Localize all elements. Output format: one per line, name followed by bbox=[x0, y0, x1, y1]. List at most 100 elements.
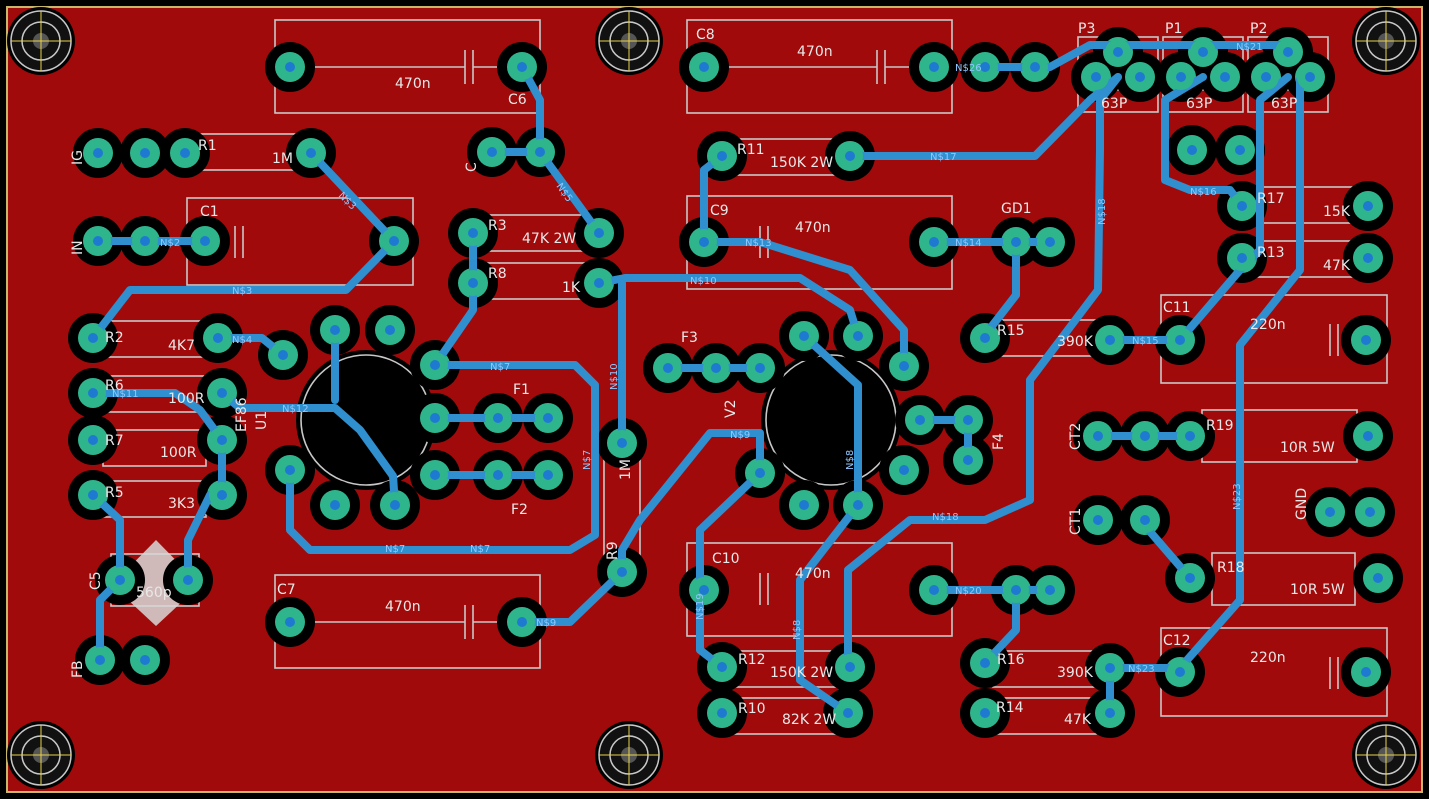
label-r2: R2 bbox=[105, 330, 124, 346]
label-r10: R10 bbox=[738, 701, 766, 717]
pad-hole bbox=[200, 236, 210, 246]
pad-hole bbox=[1373, 573, 1383, 583]
pad-hole bbox=[385, 325, 395, 335]
net-label: N$15 bbox=[1132, 336, 1159, 347]
pad-hole bbox=[929, 62, 939, 72]
pad-hole bbox=[717, 662, 727, 672]
pad-hole bbox=[1045, 585, 1055, 595]
pad-hole bbox=[1325, 507, 1335, 517]
pad-hole bbox=[95, 655, 105, 665]
label-f4: F4 bbox=[991, 433, 1007, 450]
pad-hole bbox=[1283, 47, 1293, 57]
label-r5: R5 bbox=[105, 485, 124, 501]
pad-hole bbox=[1176, 72, 1186, 82]
pad-hole bbox=[93, 148, 103, 158]
pad-hole bbox=[1011, 585, 1021, 595]
value-r15: 390K bbox=[1057, 334, 1094, 350]
label-ig: IG bbox=[70, 150, 86, 165]
pad-hole bbox=[1105, 335, 1115, 345]
pad-hole bbox=[390, 500, 400, 510]
label-r3: R3 bbox=[488, 218, 507, 234]
pad-hole bbox=[1198, 47, 1208, 57]
pad-hole bbox=[1363, 253, 1373, 263]
pad-hole bbox=[699, 62, 709, 72]
pad-hole bbox=[330, 500, 340, 510]
value-c5: 560p bbox=[136, 585, 172, 601]
net-label: N$17 bbox=[930, 152, 957, 163]
label-in: IN bbox=[70, 240, 86, 255]
mounting-hole-br bbox=[1355, 724, 1417, 786]
label-gnd: GND bbox=[1294, 488, 1310, 520]
label-r6: R6 bbox=[105, 378, 124, 394]
net-label: N$16 bbox=[1190, 187, 1217, 198]
pad-hole bbox=[430, 360, 440, 370]
pad-hole bbox=[1185, 573, 1195, 583]
pad-hole bbox=[1140, 431, 1150, 441]
label-r15: R15 bbox=[997, 323, 1025, 339]
pad-hole bbox=[1135, 72, 1145, 82]
label-r11: R11 bbox=[737, 142, 765, 158]
label-f2: F2 bbox=[511, 502, 528, 518]
pad-hole bbox=[517, 62, 527, 72]
pad-hole bbox=[389, 236, 399, 246]
label-c: C bbox=[464, 162, 480, 172]
label-u1: U1 bbox=[254, 411, 270, 430]
label-r19: R19 bbox=[1206, 418, 1234, 434]
net-label: N$3 bbox=[232, 286, 252, 297]
pad-hole bbox=[717, 708, 727, 718]
pad-hole bbox=[285, 62, 295, 72]
label-r18: R18 bbox=[1217, 560, 1245, 576]
pad-hole bbox=[1011, 237, 1021, 247]
pad-hole bbox=[180, 148, 190, 158]
net-label: N$11 bbox=[112, 389, 139, 400]
pad-hole bbox=[899, 361, 909, 371]
label-f3: F3 bbox=[681, 330, 698, 346]
net-label: N$7 bbox=[582, 450, 593, 470]
label-c6: C6 bbox=[508, 92, 527, 108]
net-label: N$23 bbox=[1128, 664, 1155, 675]
pad-hole bbox=[899, 465, 909, 475]
label-c7: C7 bbox=[277, 582, 296, 598]
pad-hole bbox=[915, 415, 925, 425]
pad-hole bbox=[594, 228, 604, 238]
pad-top-layer bbox=[80, 39, 1391, 726]
pad-hole bbox=[617, 567, 627, 577]
label-r7: R7 bbox=[105, 433, 124, 449]
pad-hole bbox=[217, 388, 227, 398]
pad-hole bbox=[711, 363, 721, 373]
net-label: N$8 bbox=[792, 620, 803, 640]
net-label: N$4 bbox=[232, 335, 252, 346]
pad-hole bbox=[1105, 708, 1115, 718]
pad-hole bbox=[1091, 72, 1101, 82]
net-label: N$18 bbox=[932, 512, 959, 523]
label-p1: P1 bbox=[1165, 21, 1182, 37]
pad-hole bbox=[493, 413, 503, 423]
net-label: N$10 bbox=[690, 276, 717, 287]
value-c8: 470n bbox=[797, 44, 833, 60]
pad-hole bbox=[594, 278, 604, 288]
pad-hole bbox=[278, 350, 288, 360]
pad-hole bbox=[1093, 431, 1103, 441]
pad-hole bbox=[755, 363, 765, 373]
value-r2: 4K7 bbox=[168, 338, 195, 354]
value-r16: 390K bbox=[1057, 665, 1094, 681]
pad-hole bbox=[115, 575, 125, 585]
pad-hole bbox=[140, 655, 150, 665]
pad-hole bbox=[663, 363, 673, 373]
pad-hole bbox=[929, 237, 939, 247]
net-label: N$7 bbox=[470, 544, 490, 555]
pad-hole bbox=[1363, 201, 1373, 211]
pad-hole bbox=[430, 413, 440, 423]
net-label: N$7 bbox=[490, 362, 510, 373]
pad-hole bbox=[699, 585, 709, 595]
net-label: N$10 bbox=[609, 363, 620, 390]
net-label: N$18 bbox=[1097, 198, 1108, 225]
value-r1: 1M bbox=[272, 151, 293, 167]
pad-hole bbox=[88, 490, 98, 500]
reference-labels: R1 1M R2 4K7 R3 47K 2W R5 3K3 R6 100R R7… bbox=[70, 21, 1351, 728]
mounting-holes bbox=[10, 10, 1417, 786]
value-c9: 470n bbox=[795, 220, 831, 236]
value-r6: 100R bbox=[168, 391, 205, 407]
